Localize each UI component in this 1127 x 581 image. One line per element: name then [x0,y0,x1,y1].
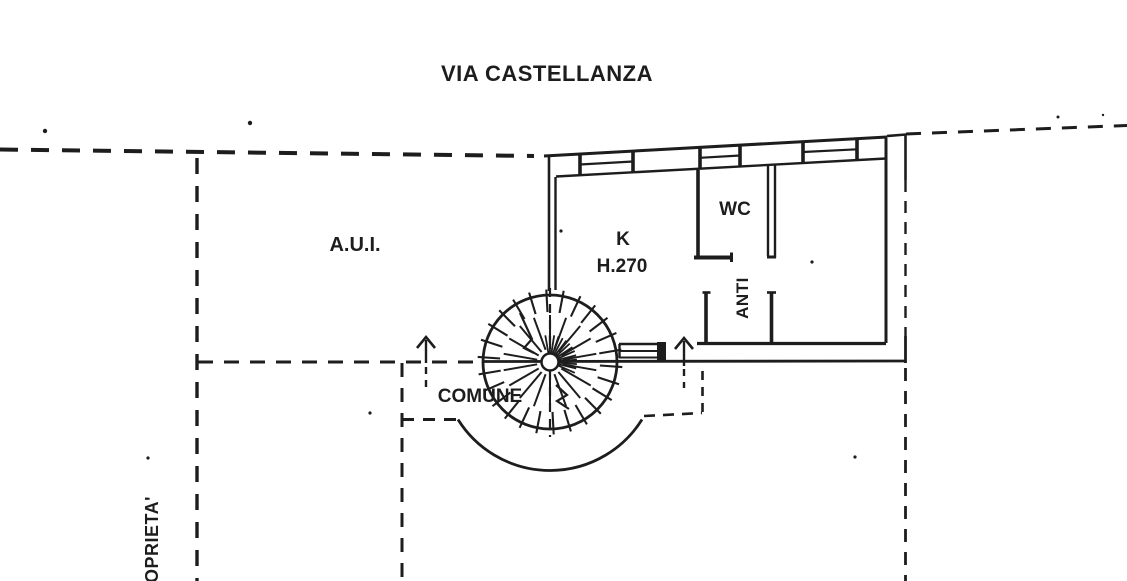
spiral-staircase [477,288,623,437]
room-label-anteroom: ANTI [733,277,752,319]
stair-treads [477,289,623,435]
room-label-aui: A.U.I. [329,234,380,256]
stair-center-post [540,352,560,372]
entry-arrow-left [415,334,437,389]
window-room [801,138,859,163]
room-label-kitchen-height: H.270 [597,256,648,277]
entry-arrows [415,334,695,389]
wall-top-outer-ext [886,133,907,138]
courtyard-arc [456,418,644,472]
wall-top-inner [555,157,887,178]
boundary-label-proprieta: OPRIETA' [142,496,162,581]
threshold-end-cap [657,342,666,361]
street-boundary-line-left [0,147,535,158]
room-label-wc: WC [719,199,751,220]
street-label: VIA CASTELLANZA [441,61,653,86]
facade-windows [578,138,859,175]
entrance-threshold [618,342,666,361]
property-boundary-lines [0,124,1127,581]
room-label-kitchen: K [616,229,630,250]
building-walls [482,133,907,363]
scan-specks [42,113,1105,460]
courtyard-boundary-horizontal-right [643,411,703,418]
window-kitchen [578,150,635,175]
stair-down-squiggle [554,384,570,410]
street-boundary-line-right [905,124,1127,136]
stair-up-arrow-squiggle [519,312,535,354]
wall-top-outer [543,135,888,158]
window-wc [698,144,742,169]
room-label-comune: COMUNE [438,386,522,407]
entry-arrow-right [673,335,695,388]
